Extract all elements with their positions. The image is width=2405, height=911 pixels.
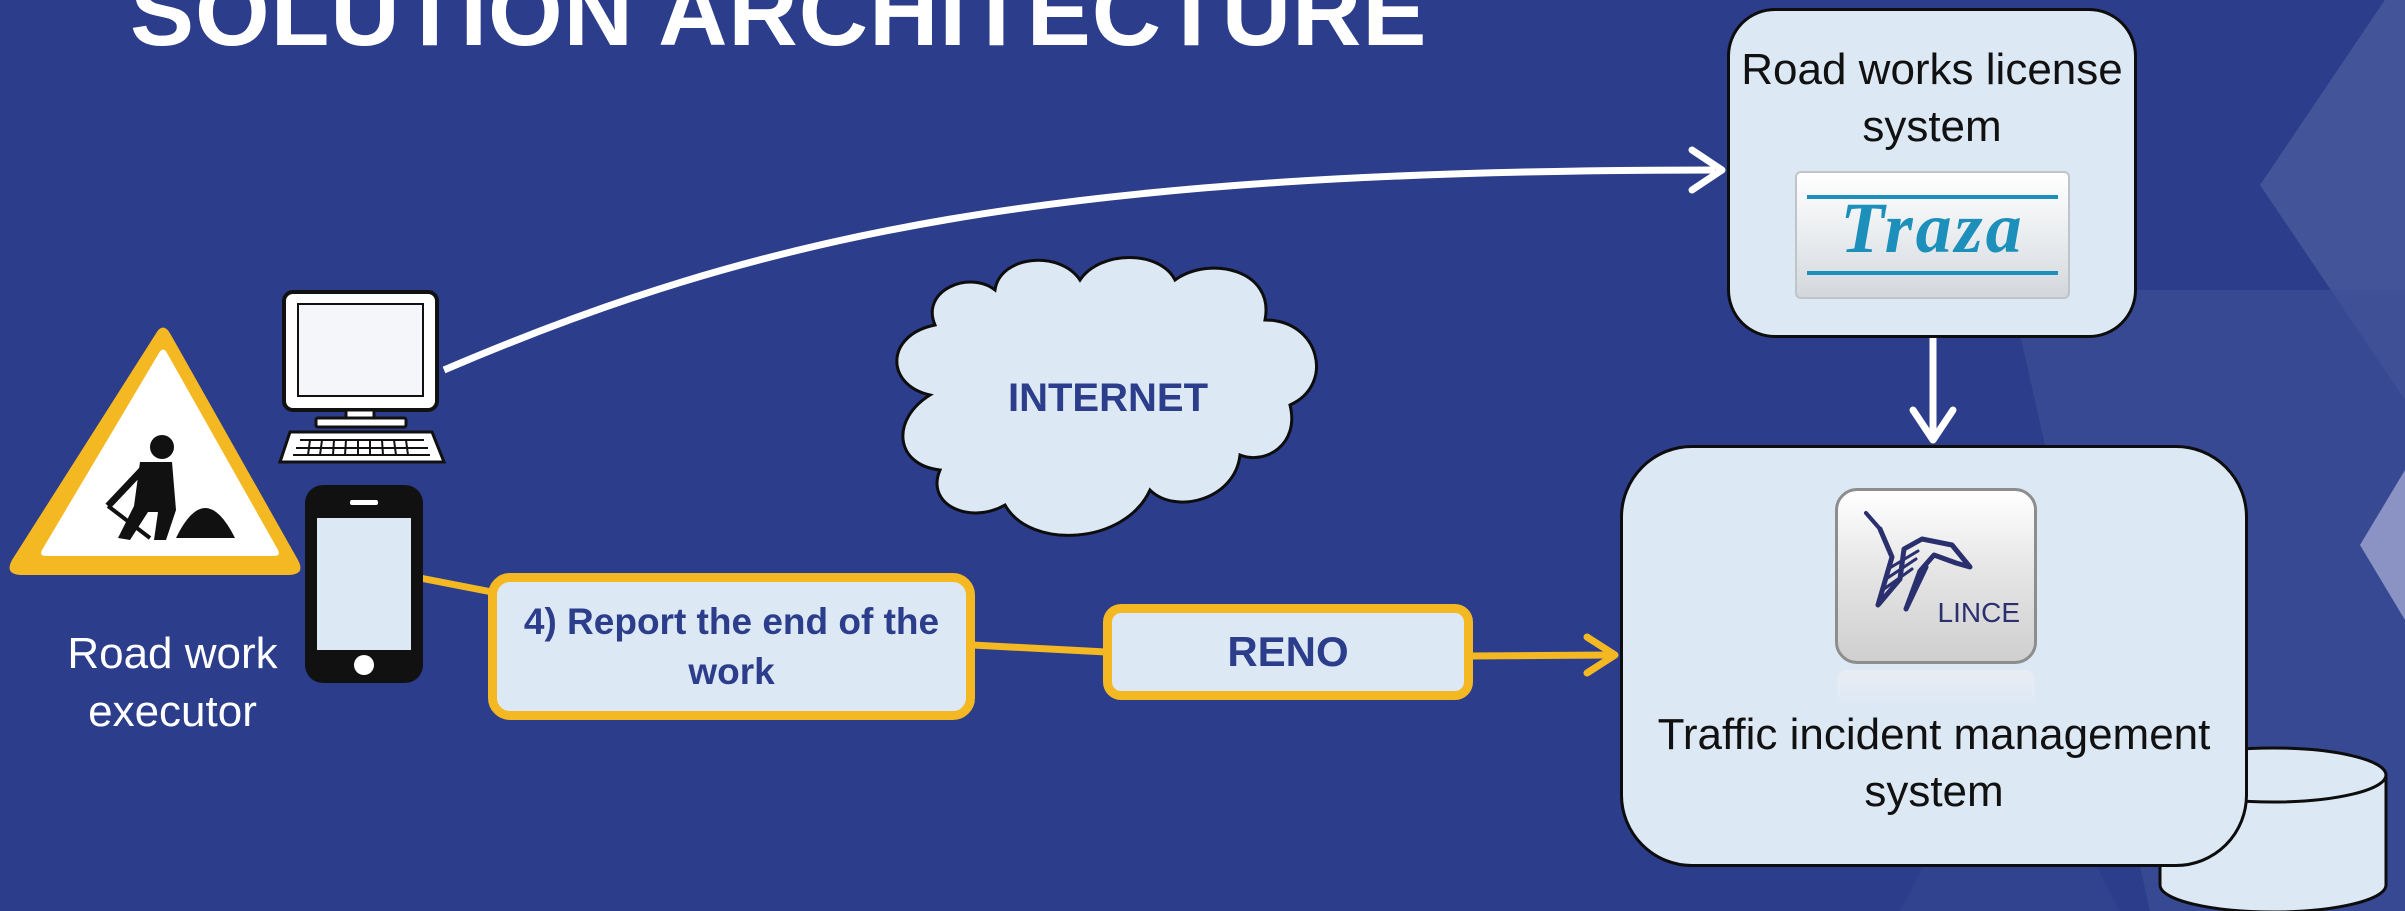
road-work-executor-label: Road work executor: [67, 629, 278, 736]
lince-logo: LINCE: [1835, 488, 2037, 664]
reno-box: RENO: [1103, 604, 1473, 700]
road-works-license-system-label: Road works license system: [1741, 45, 2123, 151]
traza-logo-top-line: [1807, 195, 2058, 199]
traza-logo-bottom-line: [1807, 271, 2058, 275]
yellow-connector-report-to-reno: [971, 641, 1107, 656]
road-works-license-system-box: Road works license system Traza: [1727, 8, 2137, 338]
lynx-emblem-icon: [1864, 511, 1973, 612]
yellow-connector-phone-to-report: [419, 574, 493, 596]
lince-logo-reflection: [1837, 670, 2035, 706]
road-works-warning-sign-icon: [9, 327, 301, 575]
desktop-computer-icon: [277, 290, 447, 464]
traffic-incident-management-system-box: LINCE Traffic incident management system: [1620, 445, 2248, 867]
arrow-computer-to-license-system: [442, 146, 1726, 374]
traffic-incident-management-system-label: Traffic incident management system: [1657, 710, 2211, 816]
internet-label: INTERNET: [1008, 376, 1208, 420]
traza-logo: Traza: [1795, 171, 2070, 299]
report-end-of-work-box: 4) Report the end of the work: [488, 573, 975, 720]
internet-cloud-shape: [895, 256, 1318, 537]
slide-title: SOLUTION ARCHITECTURE: [130, 0, 1428, 66]
yellow-arrow-reno-to-incident-system: [1469, 633, 1619, 677]
arrow-license-to-incident-system: [1909, 338, 1957, 444]
report-end-of-work-label: 4) Report the end of the work: [523, 600, 940, 692]
reno-label: RENO: [1227, 628, 1349, 675]
lince-logo-text: LINCE: [1937, 597, 2020, 628]
smartphone-icon: [305, 485, 423, 683]
traza-logo-text: Traza: [1840, 188, 2025, 268]
